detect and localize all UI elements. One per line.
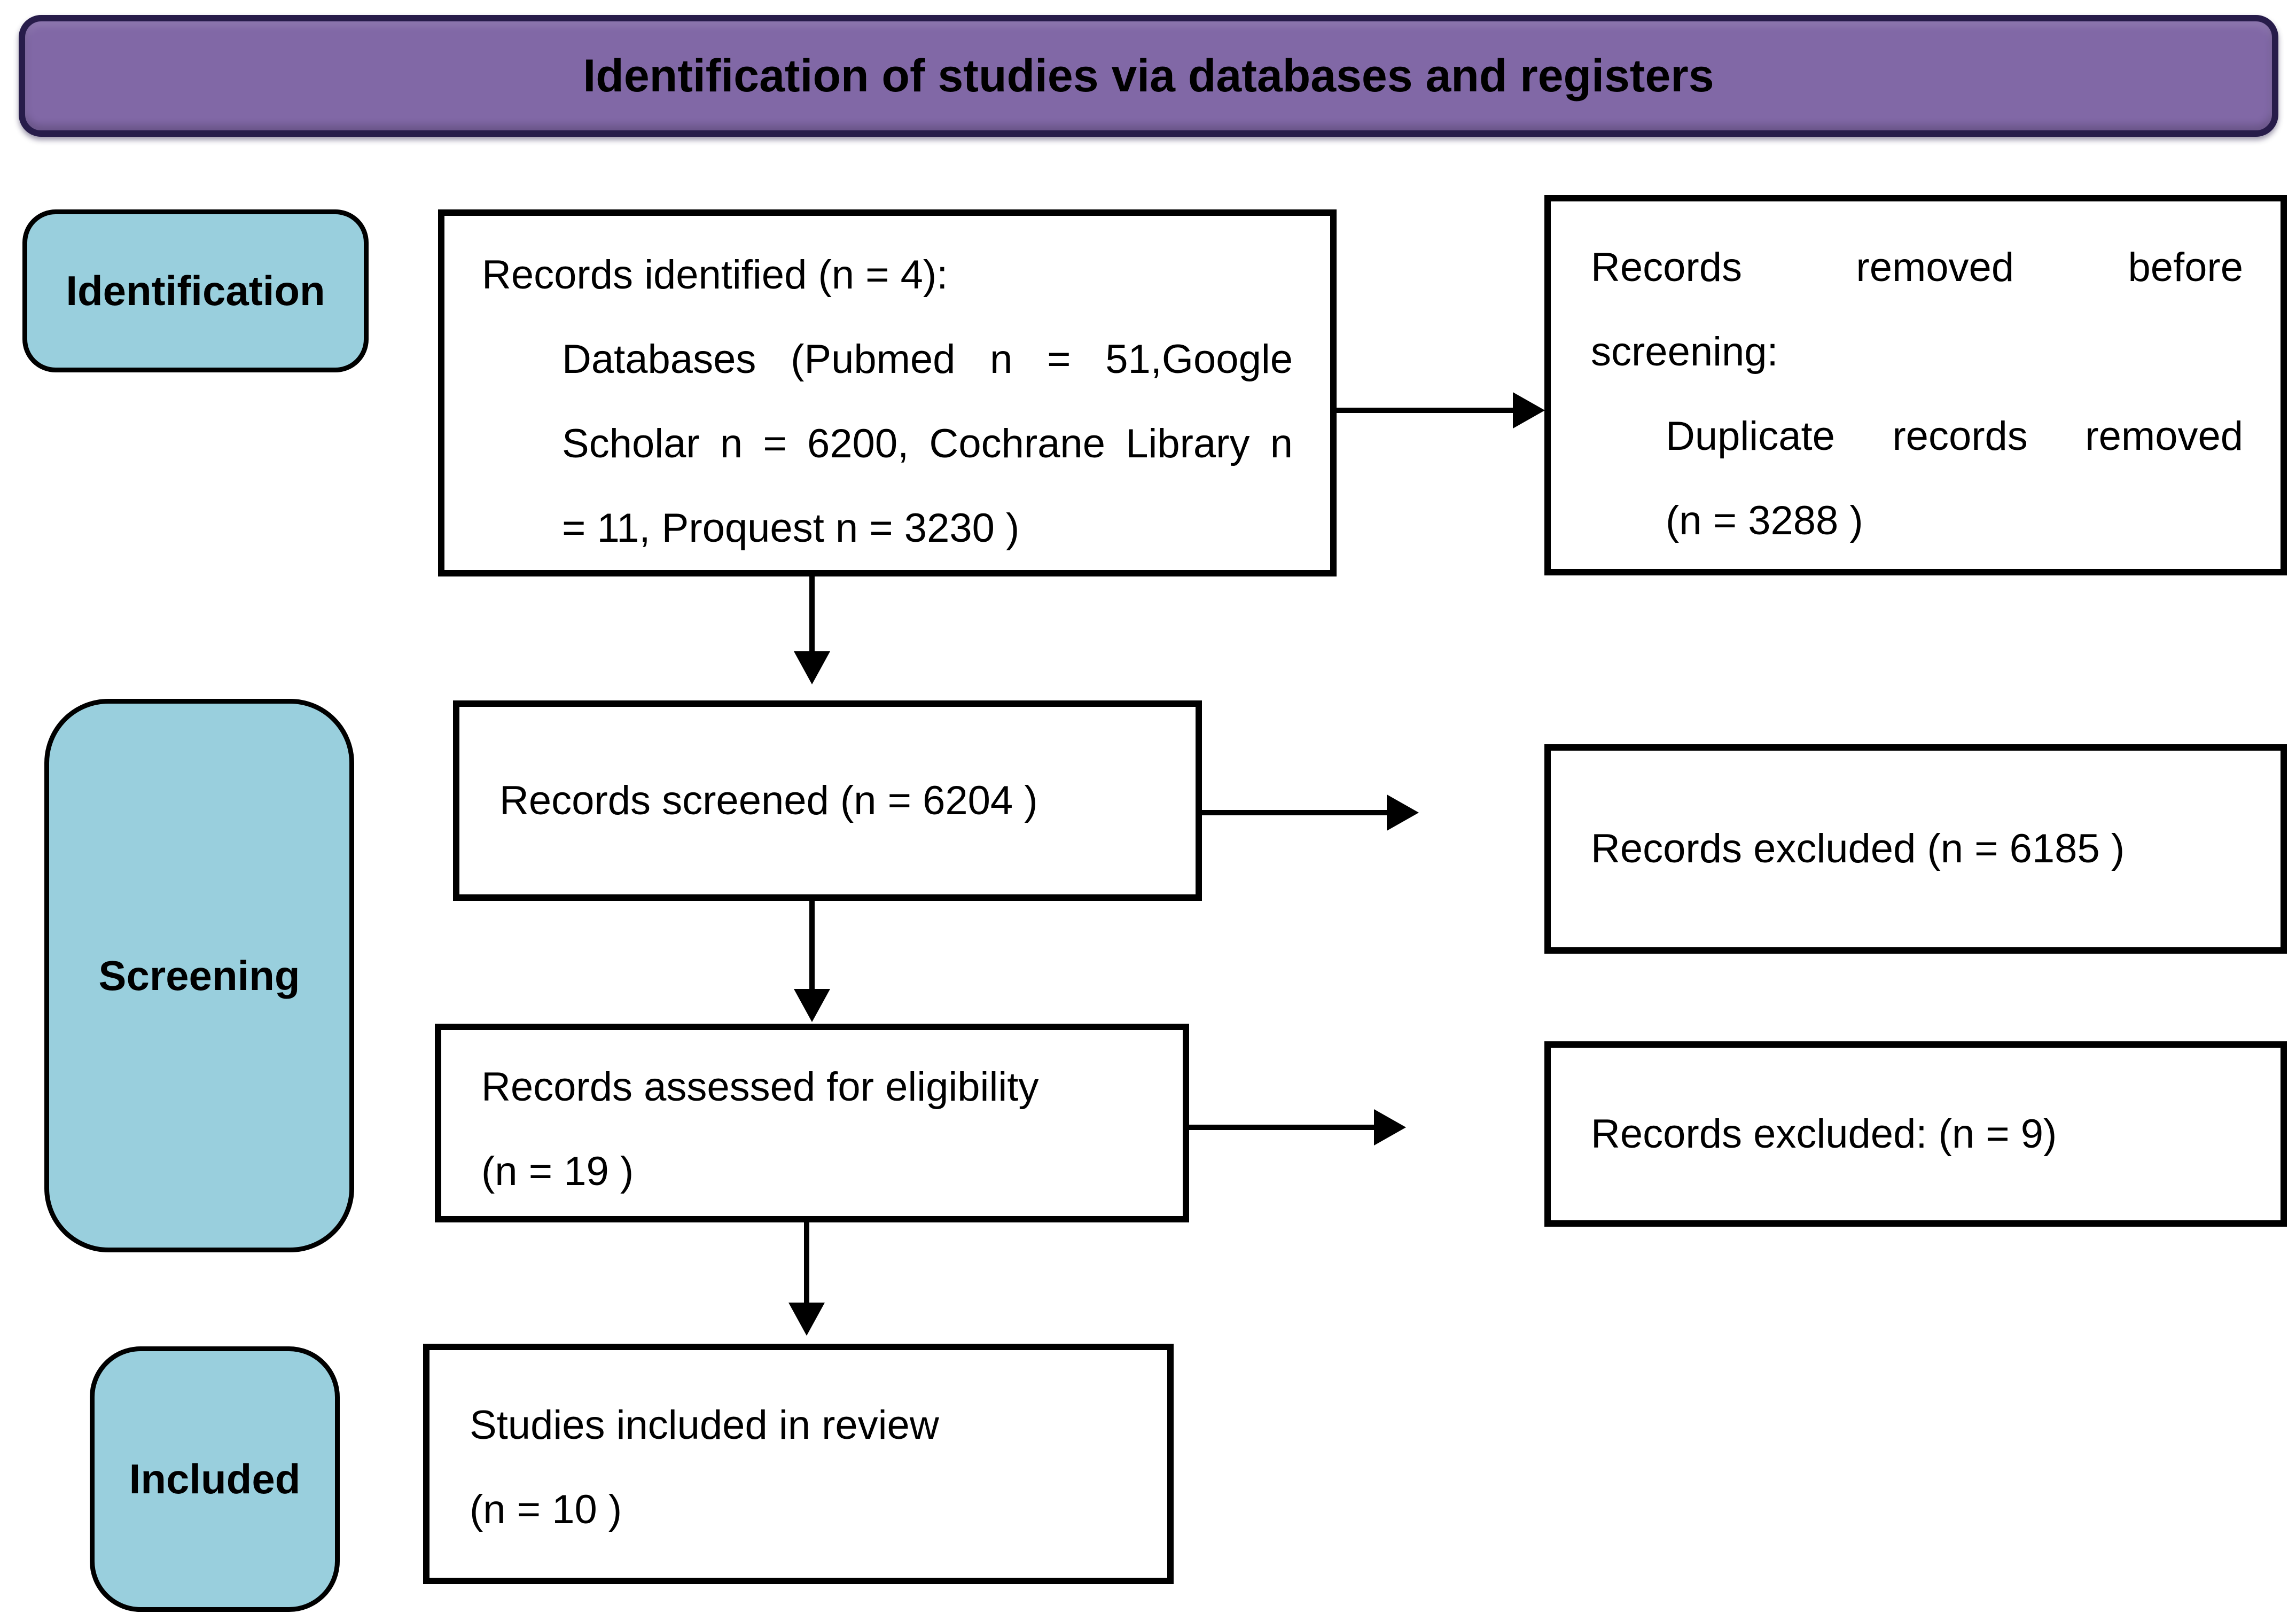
arrow-screened-to-assessed-line	[809, 901, 815, 990]
arrow-assessed-to-excluded-head	[1374, 1109, 1406, 1145]
box-records-screened: Records screened (n = 6204 )	[453, 700, 1202, 901]
stage-label-screening-text: Screening	[98, 952, 300, 999]
stage-label-screening: Screening	[44, 699, 354, 1252]
arrow-assessed-to-studies-line	[804, 1222, 809, 1304]
records-identified-line: Scholar n = 6200, Cochrane Library n	[562, 421, 1293, 466]
records-assessed-line: Records assessed for eligibility	[481, 1064, 1039, 1110]
records-excluded-eligibility-line: Records excluded: (n = 9)	[1591, 1111, 2057, 1157]
box-records-identified: Records identified (n = 4): Databases (P…	[438, 209, 1337, 576]
stage-label-included-text: Included	[129, 1455, 301, 1502]
stage-label-included: Included	[90, 1346, 340, 1612]
arrow-identified-to-removed-line	[1337, 408, 1514, 413]
arrow-screened-to-excluded-line	[1202, 810, 1388, 815]
box-records-assessed: Records assessed for eligibility (n = 19…	[435, 1024, 1189, 1222]
stage-label-identification: Identification	[22, 209, 369, 372]
arrow-screened-to-excluded-head	[1387, 794, 1419, 831]
arrow-assessed-to-studies-head	[788, 1303, 825, 1336]
records-removed-line: screening:	[1591, 329, 1778, 375]
box-records-removed-before-screening: Records removed before screening: Duplic…	[1544, 195, 2287, 575]
records-excluded-screening-line: Records excluded (n = 6185 )	[1591, 826, 2125, 871]
arrow-identified-to-screened-line	[809, 576, 815, 652]
arrow-screened-to-assessed-head	[794, 989, 830, 1022]
records-identified-line: = 11, Proquest n = 3230 )	[562, 505, 1020, 551]
box-records-excluded-screening: Records excluded (n = 6185 )	[1544, 744, 2287, 954]
banner: Identification of studies via databases …	[19, 15, 2278, 137]
stage-label-identification-text: Identification	[66, 267, 325, 314]
records-identified-line: Databases (Pubmed n = 51,Google	[562, 337, 1293, 382]
records-screened-line: Records screened (n = 6204 )	[499, 777, 1038, 823]
records-assessed-line: (n = 19 )	[481, 1149, 634, 1194]
arrow-identified-to-screened-head	[794, 651, 830, 684]
records-identified-line: Records identified (n = 4):	[482, 252, 948, 298]
box-records-excluded-eligibility: Records excluded: (n = 9)	[1544, 1041, 2287, 1227]
records-removed-line: (n = 3288 )	[1666, 498, 1863, 543]
banner-title: Identification of studies via databases …	[583, 50, 1714, 102]
arrow-assessed-to-excluded-line	[1189, 1125, 1375, 1130]
studies-included-line: Studies included in review	[470, 1402, 939, 1448]
studies-included-line: (n = 10 )	[470, 1487, 622, 1532]
arrow-identified-to-removed-head	[1513, 392, 1545, 428]
records-removed-line: Records removed before	[1591, 245, 2243, 290]
box-studies-included: Studies included in review (n = 10 )	[423, 1344, 1174, 1584]
records-removed-line: Duplicate records removed	[1666, 414, 2243, 459]
